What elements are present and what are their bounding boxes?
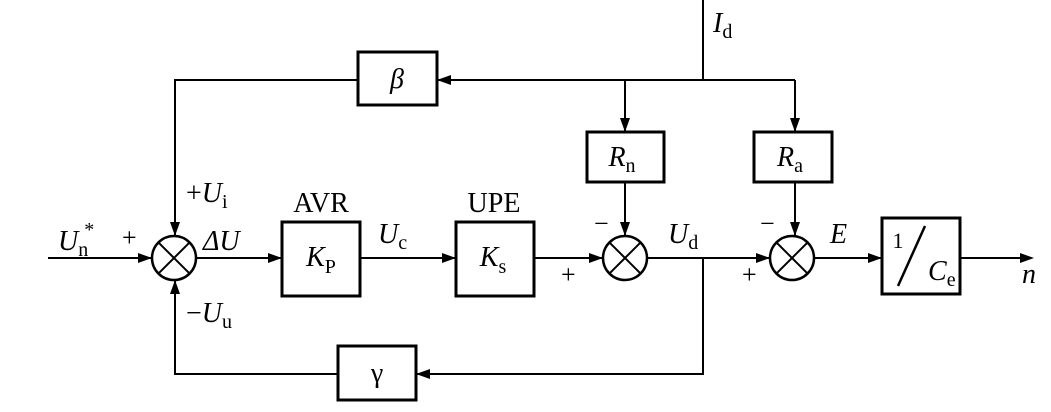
rn-block: Rn [585,130,666,184]
rn-label: Rn [607,142,635,177]
sum3-minus-sign: − [760,209,775,238]
beta-label: β [389,64,404,95]
avr-gain: KP [305,242,336,278]
upe-gain: Ks [479,242,507,278]
upe-title: UPE [468,188,521,219]
arrowhead-avr [268,253,282,263]
arrowhead-rn [620,118,630,132]
current-feedback-wire [174,79,358,236]
input-arrowhead [138,253,152,263]
avr-block: KP [280,220,362,298]
arrowhead-ra [790,118,800,132]
sum-junction-1 [150,234,198,282]
voltage-feedback-wire [416,258,704,375]
arrowhead-upe [442,253,456,263]
sum-junction-2 [601,234,649,282]
input-signal-label: Un* [58,219,94,261]
arrowhead-gamma [416,369,430,379]
arrowhead-ra-sum3 [790,222,800,236]
ce-denominator: Ce [928,256,956,291]
disturbance-label: Id [712,8,732,43]
control-signal-label: Uc [378,219,407,254]
output-arrowhead [1020,253,1034,263]
error-signal-label: ΔU [202,226,241,257]
current-feedback-label: +Ui [186,178,228,213]
arrowhead-sum2 [589,253,603,263]
sum3-plus-sign: + [742,260,757,289]
ce-numerator: 1 [893,228,904,253]
voltage-feedback-return [174,280,338,375]
beta-block: β [356,50,439,107]
upe-block: Ks [454,220,536,298]
arrowhead-sum3 [756,253,770,263]
ra-block: Ra [752,130,834,184]
ce-block: 1 Ce [880,216,962,296]
sum2-plus-sign: + [561,260,576,289]
arrowhead-beta [437,75,451,85]
ra-label: Ra [776,142,803,177]
voltage-feedback-label: −Uu [186,298,232,333]
gamma-label: γ [370,358,383,389]
speed-output-label: n [1022,259,1036,290]
sum1-plus-sign: + [122,223,137,252]
arrowhead-sum1-bottom [170,280,180,294]
gamma-block: γ [336,344,418,402]
emf-label: E [829,219,847,250]
sum2-minus-sign: − [594,209,609,238]
arrowhead-sum1-top [170,222,180,236]
sum-junction-3 [768,234,816,282]
avr-title: AVR [293,188,349,219]
arrowhead-ce [868,253,882,263]
ud-signal-label: Ud [668,219,698,254]
arrowhead-rn-sum2 [620,222,630,236]
